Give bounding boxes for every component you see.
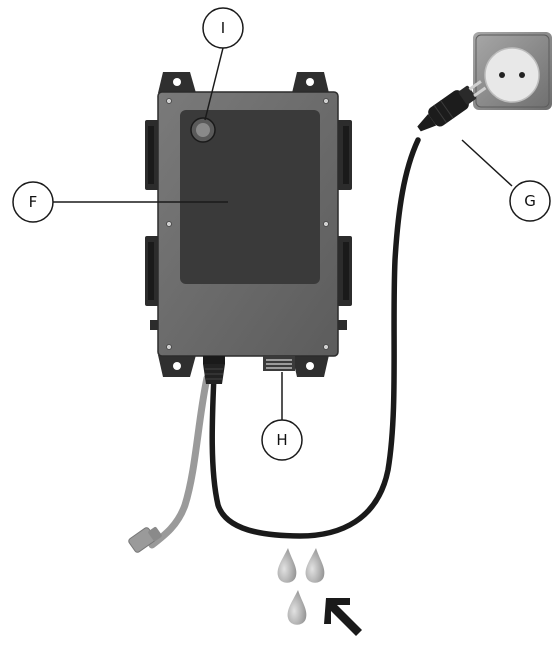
callout-g: G <box>509 180 551 222</box>
power-plug-icon <box>417 80 487 132</box>
arrow-icon <box>324 598 362 636</box>
water-drops-icon <box>277 548 325 625</box>
grey-cable <box>128 374 211 553</box>
callout-f-label: F <box>29 193 38 211</box>
callout-i-label: I <box>221 19 225 37</box>
grey-cable-connector <box>128 527 162 553</box>
callout-i: I <box>202 7 244 49</box>
callout-h: H <box>261 419 303 461</box>
device-housing <box>145 72 352 384</box>
front-panel <box>180 110 320 284</box>
callout-f: F <box>12 181 54 223</box>
power-cable <box>209 137 421 539</box>
callout-g-label: G <box>524 192 536 210</box>
callout-lines <box>53 47 513 420</box>
bottom-outlet <box>263 356 295 371</box>
wall-socket-icon <box>473 32 552 110</box>
callout-h-label: H <box>276 431 287 449</box>
indicator-light-icon <box>190 117 216 143</box>
